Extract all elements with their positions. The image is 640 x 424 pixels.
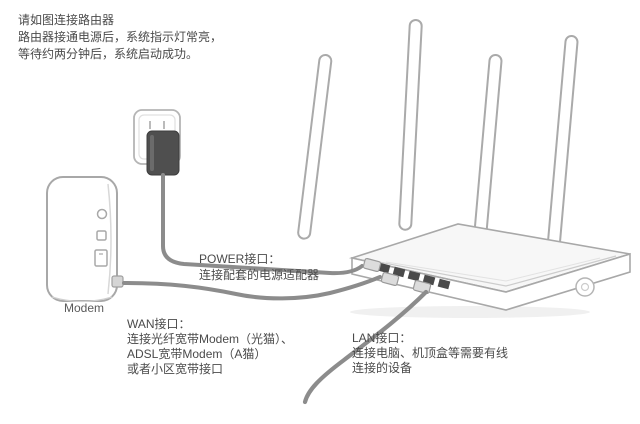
modem-edge-highlight bbox=[107, 183, 112, 295]
lan-port-title: LAN接口： bbox=[352, 331, 412, 345]
lan-port-label: LAN接口： 连接电脑、机顶盒等需要有线 连接的设备 bbox=[352, 331, 508, 376]
wan-cable bbox=[122, 275, 382, 301]
power-port-title: POWER接口： bbox=[199, 252, 281, 266]
lan-port bbox=[407, 270, 421, 282]
power-port-label: POWER接口： 连接配套的电源适配器 bbox=[199, 251, 319, 283]
intro-text: 请如图连接路由器 路由器接通电源后，系统指示灯常亮， 等待约两分钟后，系统启动成… bbox=[18, 12, 222, 63]
wan-plug bbox=[380, 271, 400, 287]
intro-line-3: 等待约两分钟后，系统启动成功。 bbox=[18, 47, 199, 61]
antenna-hinge-icon bbox=[575, 277, 595, 297]
wan-port-label: WAN接口： 连接光纤宽带Modem（光猫）、 ADSL宽带Modem（A猫） … bbox=[127, 317, 293, 377]
power-cable bbox=[161, 173, 364, 276]
modem-base bbox=[51, 296, 113, 303]
modem-led-icon bbox=[96, 208, 108, 220]
power-port-desc: 连接配套的电源适配器 bbox=[199, 268, 320, 282]
power-adapter-illustration bbox=[146, 130, 180, 176]
wan-port-desc-3: 或者小区宽带接口 bbox=[127, 362, 224, 376]
intro-line-2: 路由器接通电源后，系统指示灯常亮， bbox=[18, 30, 223, 44]
lan-port-desc-1: 连接电脑、机顶盒等需要有线 bbox=[352, 346, 509, 360]
lan-cable bbox=[302, 289, 429, 405]
power-port bbox=[377, 262, 391, 274]
power-plug bbox=[362, 257, 382, 273]
lan-port bbox=[437, 278, 451, 290]
router-crease-line-2 bbox=[385, 257, 601, 282]
router-crease-line bbox=[367, 255, 617, 287]
modem-button-icon bbox=[96, 230, 107, 241]
wan-port-desc-1: 连接光纤宽带Modem（光猫）、 bbox=[127, 332, 294, 346]
modem-illustration bbox=[46, 176, 124, 303]
router-illustration bbox=[297, 18, 631, 318]
antenna-icon bbox=[398, 18, 423, 231]
modem-cable-connector bbox=[111, 275, 124, 288]
wan-port-desc-2: ADSL宽带Modem（A猫） bbox=[127, 347, 267, 361]
wan-port-title: WAN接口： bbox=[127, 317, 191, 331]
router-port-row bbox=[377, 262, 451, 290]
wan-port bbox=[392, 266, 406, 278]
lan-port-desc-2: 连接的设备 bbox=[352, 361, 413, 375]
router-shadow bbox=[350, 306, 590, 318]
modem-label: Modem bbox=[64, 301, 105, 315]
antenna-icon bbox=[473, 53, 503, 241]
antenna-icon bbox=[297, 53, 333, 240]
intro-line-1: 请如图连接路由器 bbox=[18, 13, 115, 27]
antenna-hinge-inner bbox=[580, 282, 590, 292]
modem-wan-socket bbox=[94, 249, 108, 267]
router-front-face bbox=[351, 252, 631, 311]
adapter-highlight bbox=[150, 135, 154, 171]
